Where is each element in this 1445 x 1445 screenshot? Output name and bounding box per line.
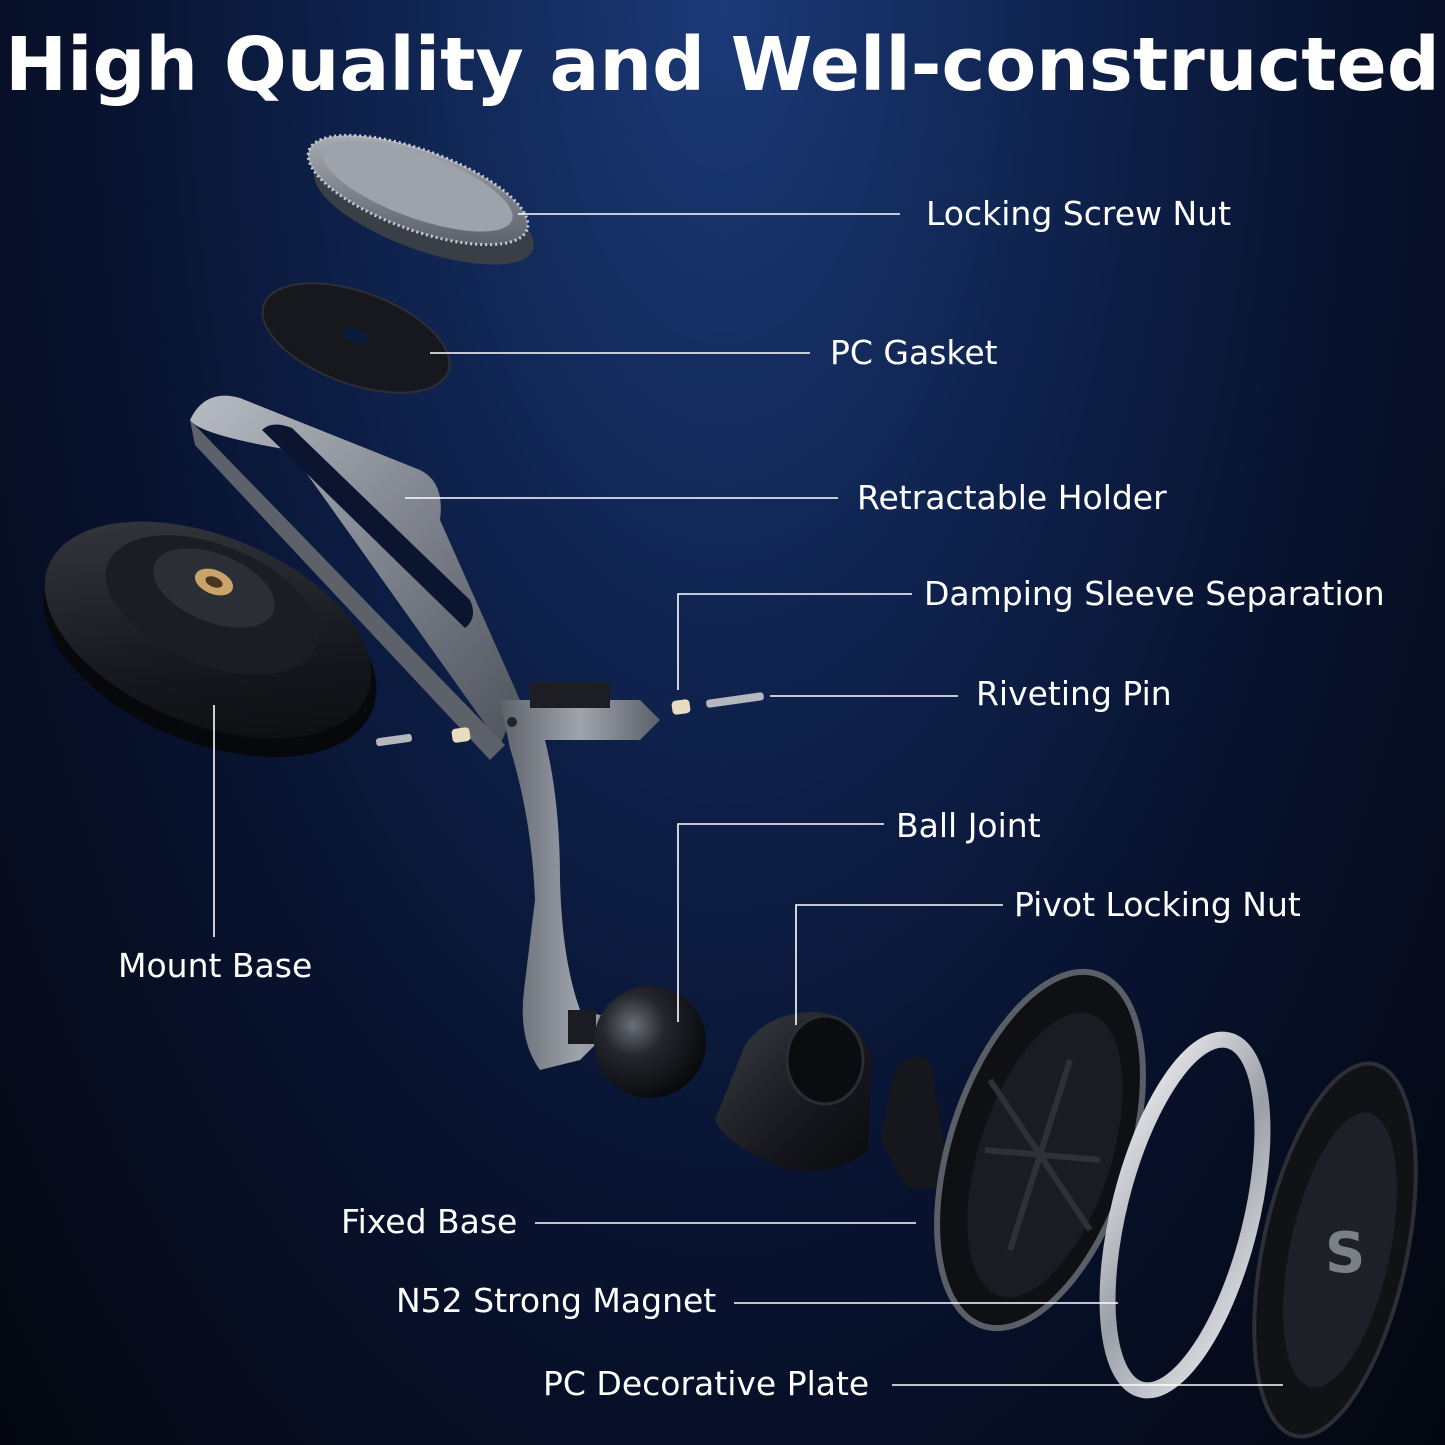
n52-strong-magnet-part <box>1099 1031 1271 1399</box>
page-title: High Quality and Well-constructed <box>5 22 1440 108</box>
ball-joint-part <box>568 986 706 1098</box>
pc-decorative-plate-part: S <box>1252 1061 1418 1439</box>
label-n52-strong-magnet: N52 Strong Magnet <box>396 1281 717 1320</box>
label-pivot-locking-nut: Pivot Locking Nut <box>1014 885 1301 924</box>
label-damping-sleeve-separation: Damping Sleeve Separation <box>924 574 1385 613</box>
mount-base-part <box>43 521 377 758</box>
label-pc-decorative-plate: PC Decorative Plate <box>543 1364 870 1403</box>
brand-logo: S <box>1325 1221 1365 1286</box>
label-ball-joint: Ball Joint <box>896 806 1041 845</box>
riveting-pins-part <box>376 692 764 747</box>
fixed-base-part <box>880 968 1146 1332</box>
locking-screw-nut-part <box>306 133 534 265</box>
leader-damping-sleeve <box>677 593 912 690</box>
leader-pivot-locking-nut <box>795 904 1003 1025</box>
retractable-holder-part <box>190 395 660 1070</box>
pivot-locking-nut-part <box>715 1011 872 1171</box>
label-locking-screw-nut: Locking Screw Nut <box>926 194 1232 233</box>
label-fixed-base: Fixed Base <box>341 1202 518 1241</box>
label-pc-gasket: PC Gasket <box>830 333 998 372</box>
label-retractable-holder: Retractable Holder <box>857 478 1167 517</box>
label-mount-base: Mount Base <box>118 946 313 985</box>
pc-gasket-part <box>261 282 451 394</box>
leader-ball-joint <box>677 823 884 1022</box>
leader-lines <box>213 213 1283 1386</box>
label-riveting-pin: Riveting Pin <box>976 674 1172 713</box>
